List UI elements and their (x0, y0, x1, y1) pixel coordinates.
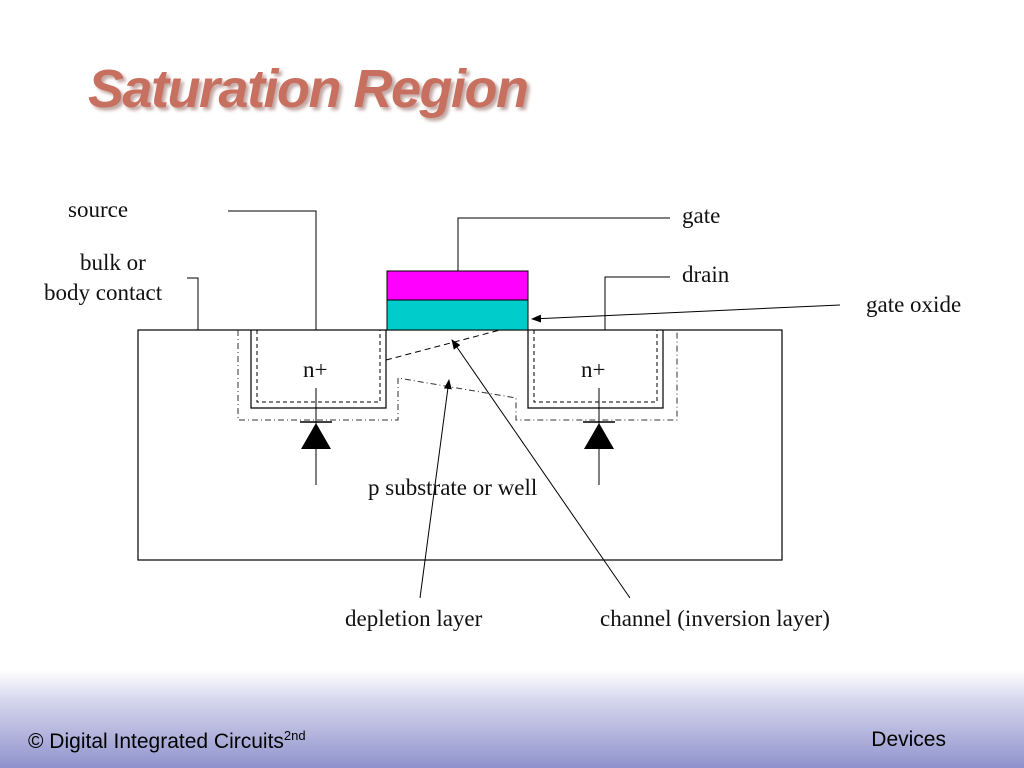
bulk-leader (187, 277, 199, 330)
depletion-arrow (419, 379, 452, 599)
footer-bar: © Digital Integrated Circuits2nd Devices (0, 670, 1024, 768)
bulk-label-line1: bulk or (80, 250, 146, 275)
bulk-label-line2: body contact (44, 280, 163, 305)
pinched-channel (385, 329, 501, 361)
substrate-label: p substrate or well (368, 475, 537, 500)
drain-label: drain (682, 262, 730, 287)
footer-copyright: © Digital Integrated Circuits2nd (28, 728, 306, 754)
gate-oxide-arrow (531, 304, 841, 323)
depletion-layer-outline (237, 330, 678, 421)
gate-poly-layer (386, 270, 529, 301)
diode-right-symbol (583, 388, 615, 485)
mosfet-cross-section-diagram: source bulk or body contact gate drain g… (44, 197, 961, 631)
gate-leader (457, 217, 670, 271)
slide-title: Saturation Region (88, 59, 529, 119)
substrate-body (137, 329, 783, 561)
drain-leader (604, 276, 670, 330)
n-plus-right-label: n+ (581, 357, 605, 382)
source-leader (228, 210, 317, 330)
channel-arrow (451, 339, 631, 599)
footer-copyright-text: © Digital Integrated Circuits (28, 730, 284, 753)
channel-label: channel (inversion layer) (600, 606, 830, 631)
n-plus-right-well (527, 330, 664, 409)
gate-oxide-layer (386, 299, 529, 331)
depletion-label: depletion layer (345, 606, 483, 631)
footer-edition-sup: 2nd (283, 728, 306, 743)
gate-oxide-label: gate oxide (866, 292, 961, 317)
footer-section-label: Devices (871, 728, 946, 751)
n-plus-left-dashed (256, 330, 381, 403)
n-plus-left-label: n+ (303, 357, 327, 382)
source-label: source (68, 197, 128, 222)
diode-left-symbol (300, 388, 332, 485)
n-plus-left-well (250, 330, 387, 409)
gate-label: gate (682, 203, 720, 228)
n-plus-right-dashed (533, 330, 658, 403)
